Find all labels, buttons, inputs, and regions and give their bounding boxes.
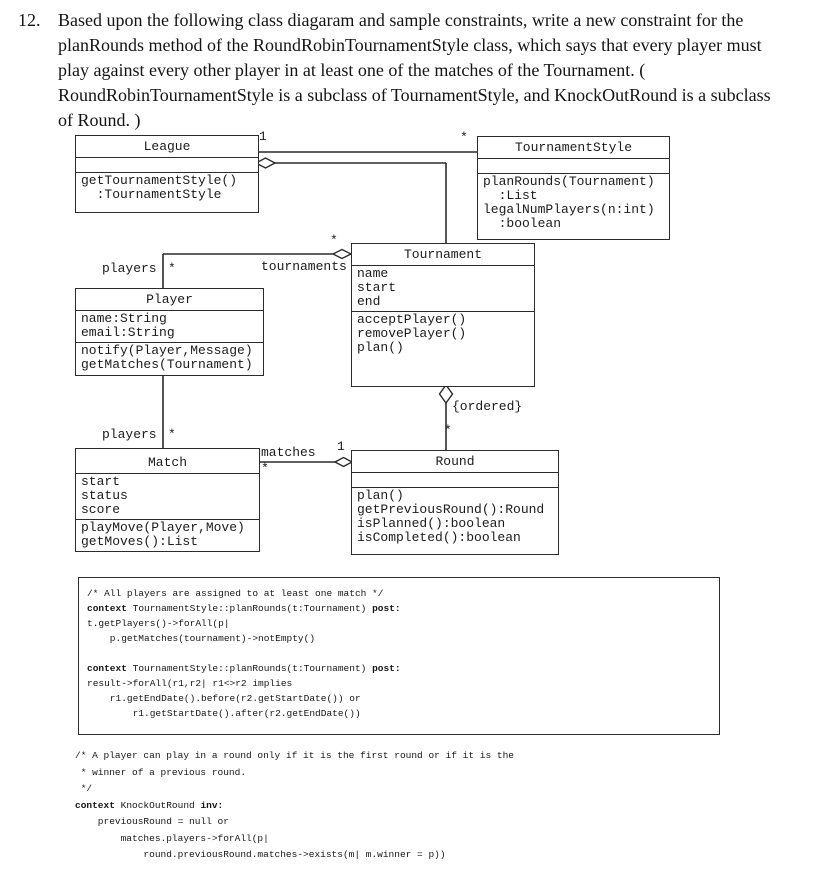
context-signature: TournamentStyle::planRounds(t:Tournament… (126, 603, 373, 614)
role-players-match-assoc: players (102, 427, 157, 442)
class-box-tournament: Tournament name start end acceptPlayer()… (351, 243, 535, 387)
ocl-context-line: context KnockOutRound inv: (75, 798, 775, 815)
attribute: name (357, 266, 389, 281)
ocl-expression: round.previousRound.matches->exists(m| m… (75, 849, 446, 860)
keyword-context: context (87, 603, 127, 614)
operation: notify(Player,Message) (81, 343, 253, 358)
operation: :TournamentStyle (81, 187, 222, 202)
match-attributes: start status score (76, 474, 259, 520)
multiplicity-players-tournament-assoc: * (168, 261, 176, 276)
class-name-round: Round (352, 451, 558, 473)
attribute: status (81, 488, 128, 503)
role-matches: matches (261, 445, 316, 460)
ocl-comment: */ (75, 783, 93, 794)
multiplicity-league-end: 1 (259, 129, 267, 144)
attribute: end (357, 294, 381, 309)
ocl-comment: /* All players are assigned to at least … (87, 588, 384, 599)
operation: :boolean (483, 216, 562, 231)
attribute: start (81, 474, 121, 489)
tournamentstyle-attributes-empty (478, 159, 669, 174)
multiplicity-tournaments-end: * (330, 233, 338, 248)
player-operations: notify(Player,Message) getMatches(Tourna… (76, 343, 263, 375)
attribute: email:String (81, 325, 175, 340)
operation: isPlanned():boolean (357, 516, 506, 531)
multiplicity-matches-end: * (261, 461, 269, 476)
attribute: score (81, 502, 121, 517)
keyword-post: post: (372, 663, 401, 674)
keyword-post: post: (372, 603, 401, 614)
aggregation-diamond-tournament-players (331, 248, 353, 260)
multiplicity-tournamentstyle-end: * (460, 130, 468, 145)
ocl-expression: r1.getStartDate().after(r2.getEndDate()) (87, 708, 361, 719)
operation: isCompleted():boolean (357, 530, 521, 545)
operation: legalNumPlayers(n:int) (483, 202, 655, 217)
knockoutround-constraint-block: /* A player can play in a round only if … (75, 748, 775, 864)
aggregation-diamond-tournament-rounds (438, 383, 454, 405)
ocl-comment: /* A player can play in a round only if … (75, 750, 514, 761)
keyword-context: context (75, 799, 115, 811)
match-operations: playMove(Player,Move) getMoves():List (76, 520, 259, 551)
attribute: name:String (81, 311, 167, 326)
round-operations: plan() getPreviousRound():Round isPlanne… (352, 488, 558, 554)
operation: getMatches(Tournament) (81, 357, 253, 372)
role-tournaments: tournaments (261, 259, 347, 274)
operation: playMove(Player,Move) (81, 520, 245, 535)
operation: getPreviousRound():Round (357, 502, 545, 517)
keyword-context: context (87, 663, 127, 674)
ocl-context-line: context TournamentStyle::planRounds(t:To… (87, 661, 715, 676)
ocl-expression: p.getMatches(tournament)->notEmpty() (87, 633, 316, 644)
class-box-tournamentstyle: TournamentStyle planRounds(Tournament) :… (477, 136, 670, 240)
ocl-comment: * winner of a previous round. (75, 766, 247, 778)
league-attributes-empty (76, 158, 258, 173)
context-signature: TournamentStyle::planRounds(t:Tournament… (126, 663, 373, 674)
ocl-expression: previousRound = null or (75, 816, 229, 827)
class-name-match: Match (76, 449, 259, 474)
question-text: Based upon the following class diagaram … (58, 10, 771, 130)
class-box-league: League getTournamentStyle() :TournamentS… (75, 135, 259, 213)
operation: getTournamentStyle() (81, 173, 238, 188)
ocl-expression: t.getPlayers()->forAll(p| (87, 618, 230, 629)
round-attributes-empty (352, 473, 558, 488)
question-number: 12. (18, 10, 41, 30)
operation: planRounds(Tournament) (483, 174, 655, 189)
ocl-expression: result->forAll(r1,r2| r1<>r2 implies (87, 678, 293, 689)
class-name-league: League (76, 136, 258, 158)
class-name-player: Player (76, 289, 263, 311)
attribute: start (357, 280, 397, 295)
operation: plan() (357, 340, 404, 355)
sample-constraints-box: /* All players are assigned to at least … (78, 577, 720, 735)
multiplicity-round-end: 1 (337, 439, 345, 454)
ocl-expression: matches.players->forAll(p| (75, 832, 269, 844)
multiplicity-players-match-assoc: * (168, 427, 176, 442)
aggregation-diamond-round-matches (333, 456, 354, 468)
player-attributes: name:String email:String (76, 311, 263, 343)
class-box-match: Match start status score playMove(Player… (75, 448, 260, 552)
operation: :List (483, 188, 538, 203)
operation: removePlayer() (357, 326, 467, 341)
class-box-round: Round plan() getPreviousRound():Round is… (351, 450, 559, 555)
tournament-attributes: name start end (352, 266, 534, 312)
context-signature: KnockOutRound (114, 799, 201, 811)
aggregation-diamond-league (254, 157, 277, 169)
league-operations: getTournamentStyle() :TournamentStyle (76, 173, 258, 212)
class-name-tournamentstyle: TournamentStyle (478, 137, 669, 159)
tournament-operations: acceptPlayer() removePlayer() plan() (352, 312, 534, 386)
ordered-constraint-label: {ordered} (452, 399, 523, 414)
ocl-blank-line (87, 646, 715, 661)
operation: plan() (357, 488, 404, 503)
role-players-tournament-assoc: players (102, 261, 157, 276)
class-name-tournament: Tournament (352, 244, 534, 266)
sample-constraints-code: /* All players are assigned to at least … (87, 586, 715, 721)
operation: getMoves():List (81, 534, 199, 549)
multiplicity-rounds-end: * (444, 423, 452, 438)
ocl-expression: r1.getEndDate().before(r2.getStartDate()… (87, 693, 361, 704)
tournamentstyle-operations: planRounds(Tournament) :List legalNumPla… (478, 174, 669, 239)
keyword-inv: inv: (200, 799, 224, 811)
operation: acceptPlayer() (357, 312, 467, 327)
ocl-context-line: context TournamentStyle::planRounds(t:To… (87, 601, 715, 616)
class-box-player: Player name:String email:String notify(P… (75, 288, 264, 376)
